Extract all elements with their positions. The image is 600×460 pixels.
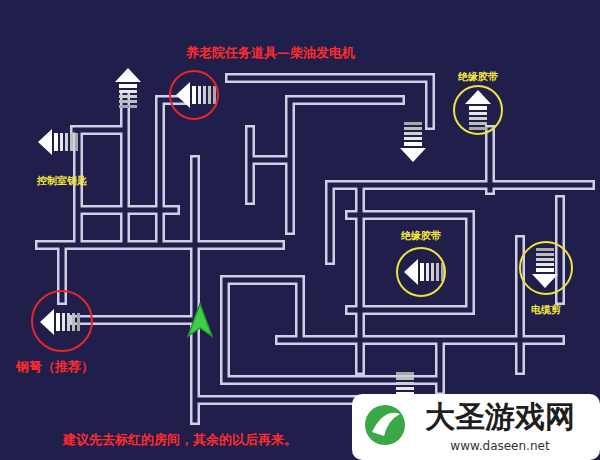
- player-marker: [188, 304, 212, 336]
- watermark-url: www.daseen.net: [450, 440, 549, 454]
- item-note: 钢弩（推荐）: [16, 360, 94, 375]
- highlight-circles: [32, 71, 572, 351]
- item-note: 养老院任务道具—柴油发电机: [186, 46, 355, 61]
- item-label: 绝缘胶带: [401, 230, 441, 242]
- item-label: 绝缘胶带: [458, 71, 498, 83]
- item-label: 控制室钥匙: [37, 175, 87, 187]
- item-label: 电缆剪: [531, 304, 561, 316]
- advice-note: 建议先去标红的房间，其余的以后再来。: [63, 433, 297, 448]
- item-icons: [38, 68, 558, 412]
- watermark: 大圣游戏网: [425, 400, 575, 435]
- watermark-panel: [352, 394, 600, 460]
